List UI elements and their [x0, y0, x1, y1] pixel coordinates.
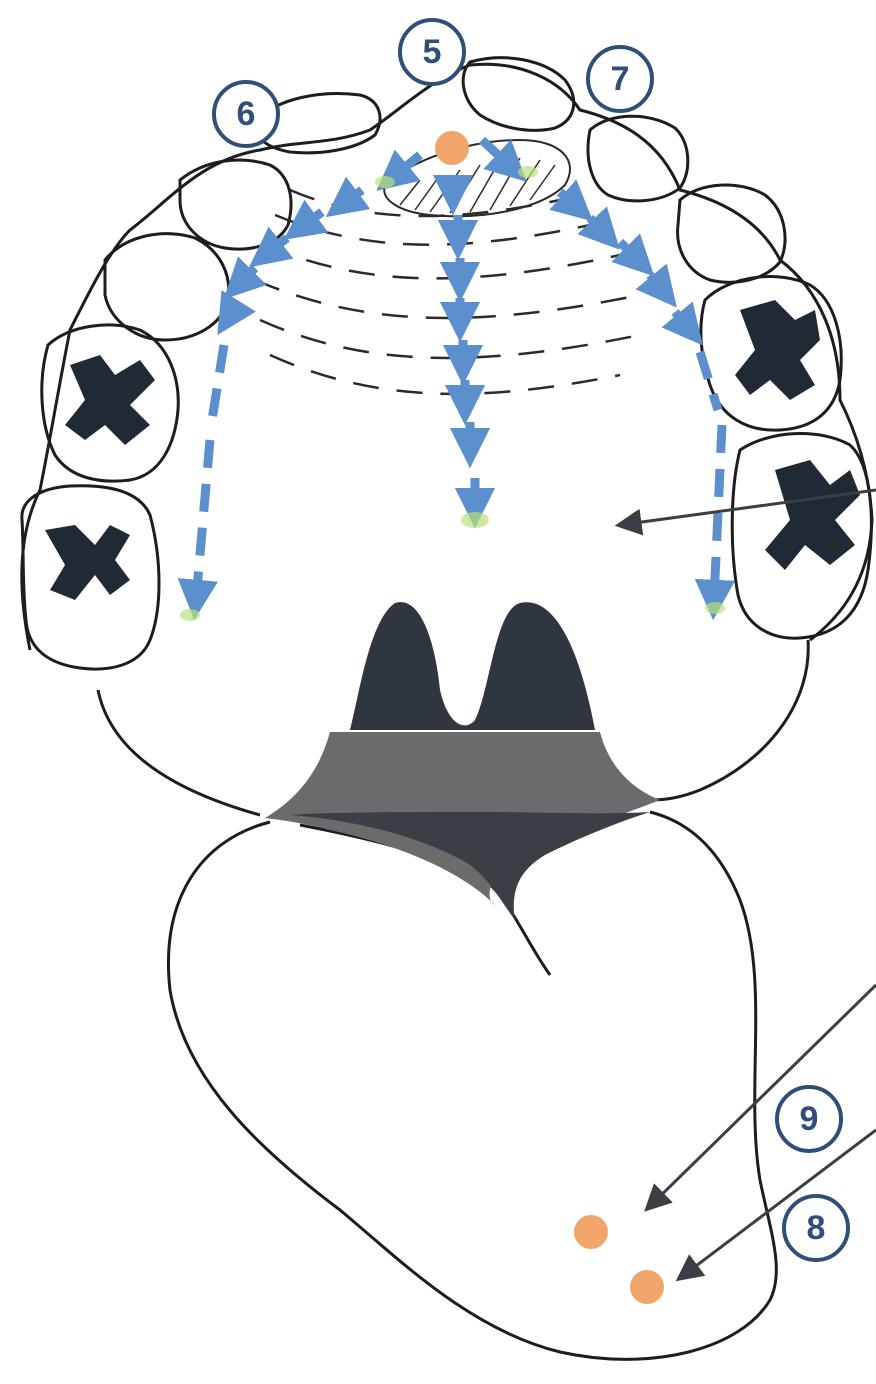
incisive-papilla	[384, 140, 570, 216]
marker-9: 9	[775, 1085, 843, 1153]
right-cheek-outline	[650, 640, 808, 800]
pointer-9	[648, 985, 876, 1208]
uvula-shading	[350, 602, 595, 730]
left-cheek-outline	[98, 690, 260, 815]
point-tongue-9	[574, 1215, 608, 1249]
pointer-8	[680, 1130, 876, 1278]
blue-flow-arrows	[196, 140, 722, 600]
arrow-left-curve	[392, 155, 420, 178]
marker-7: 7	[586, 45, 654, 113]
marker-5: 5	[398, 18, 466, 86]
marker-6: 6	[212, 80, 280, 148]
pointer-lines	[620, 490, 876, 1278]
tongue-outline	[168, 812, 776, 1359]
point-tongue-8	[630, 1270, 664, 1304]
marker-8: 8	[782, 1194, 850, 1262]
point-incisive	[435, 131, 469, 165]
